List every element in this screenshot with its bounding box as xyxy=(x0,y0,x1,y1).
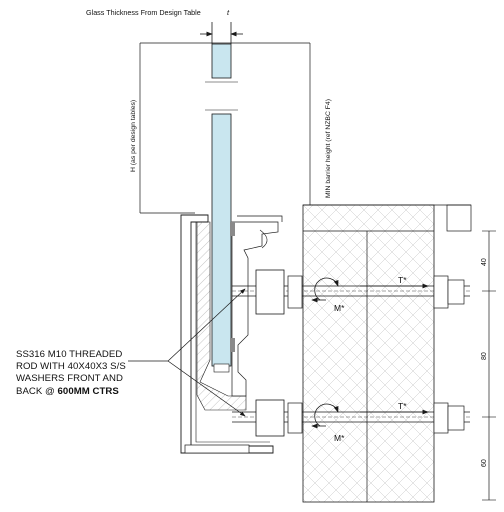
threaded-rod-bottom xyxy=(232,399,470,437)
tension-label-bottom: T* xyxy=(398,401,407,411)
tension-label-top: T* xyxy=(398,275,407,285)
note-line-1: SS316 M10 THREADED xyxy=(16,349,123,360)
moment-symbol-top: M* xyxy=(311,277,345,313)
tension-arrow-bottom: T* xyxy=(360,401,429,415)
dimension-60: 60 xyxy=(481,459,488,467)
threaded-rod-top xyxy=(232,269,470,315)
note-line-4: BACK @ 600MM CTRS xyxy=(16,386,166,398)
moment-label-top: M* xyxy=(334,303,345,313)
timber-structure xyxy=(302,204,472,503)
tension-arrow-top: T* xyxy=(360,275,429,289)
aluminium-channel-section xyxy=(180,214,283,454)
glass-thickness-symbol: t xyxy=(227,8,230,17)
threaded-rod-note: SS316 M10 THREADED ROD WITH 40X40X3 S/S … xyxy=(16,349,166,398)
min-barrier-height-label: MIN barrier height (ref NZBC F4) xyxy=(325,99,332,198)
note-leader-lines xyxy=(128,288,246,417)
glass-thickness-dimension: Glass Thickness From Design Table t xyxy=(86,8,243,44)
dimension-40: 40 xyxy=(481,258,488,266)
right-dimension-chain: 40 80 60 xyxy=(481,230,496,501)
glass-thickness-label: Glass Thickness From Design Table xyxy=(86,8,201,17)
glass-panel xyxy=(205,43,238,373)
height-dimension: H (as per design tables) MIN barrier hei… xyxy=(130,42,332,214)
moment-label-bottom: M* xyxy=(334,433,345,443)
note-line-2: ROD WITH 40X40X3 S/S xyxy=(16,361,126,373)
note-line-4-prefix: BACK @ xyxy=(16,385,58,397)
note-line-4-spacing: 600MM CTRS xyxy=(57,385,119,397)
moment-symbol-bottom: M* xyxy=(311,403,345,443)
dimension-80: 80 xyxy=(481,352,488,360)
note-line-3: WASHERS FRONT AND xyxy=(16,373,123,385)
height-dimension-label: H (as per design tables) xyxy=(130,100,137,172)
